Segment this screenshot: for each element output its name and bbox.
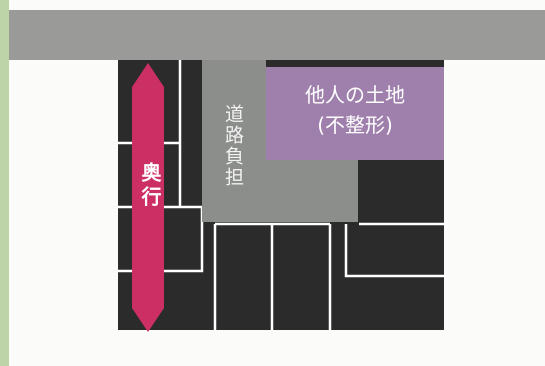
other-land-label: 他人の土地 (不整形) bbox=[266, 80, 444, 140]
road-burden-area bbox=[202, 60, 358, 222]
depth-label: 奥行 bbox=[138, 162, 162, 210]
other-land-label-line1: 他人の土地 bbox=[305, 83, 405, 107]
other-land-area bbox=[266, 67, 444, 160]
road-band bbox=[9, 10, 545, 60]
parcel-lines-right bbox=[213, 222, 444, 330]
left-strip bbox=[0, 0, 9, 366]
depth-arrow bbox=[132, 63, 164, 332]
other-land-label-line2: (不整形) bbox=[317, 113, 393, 137]
road-burden-label: 道路負担 bbox=[222, 104, 244, 188]
